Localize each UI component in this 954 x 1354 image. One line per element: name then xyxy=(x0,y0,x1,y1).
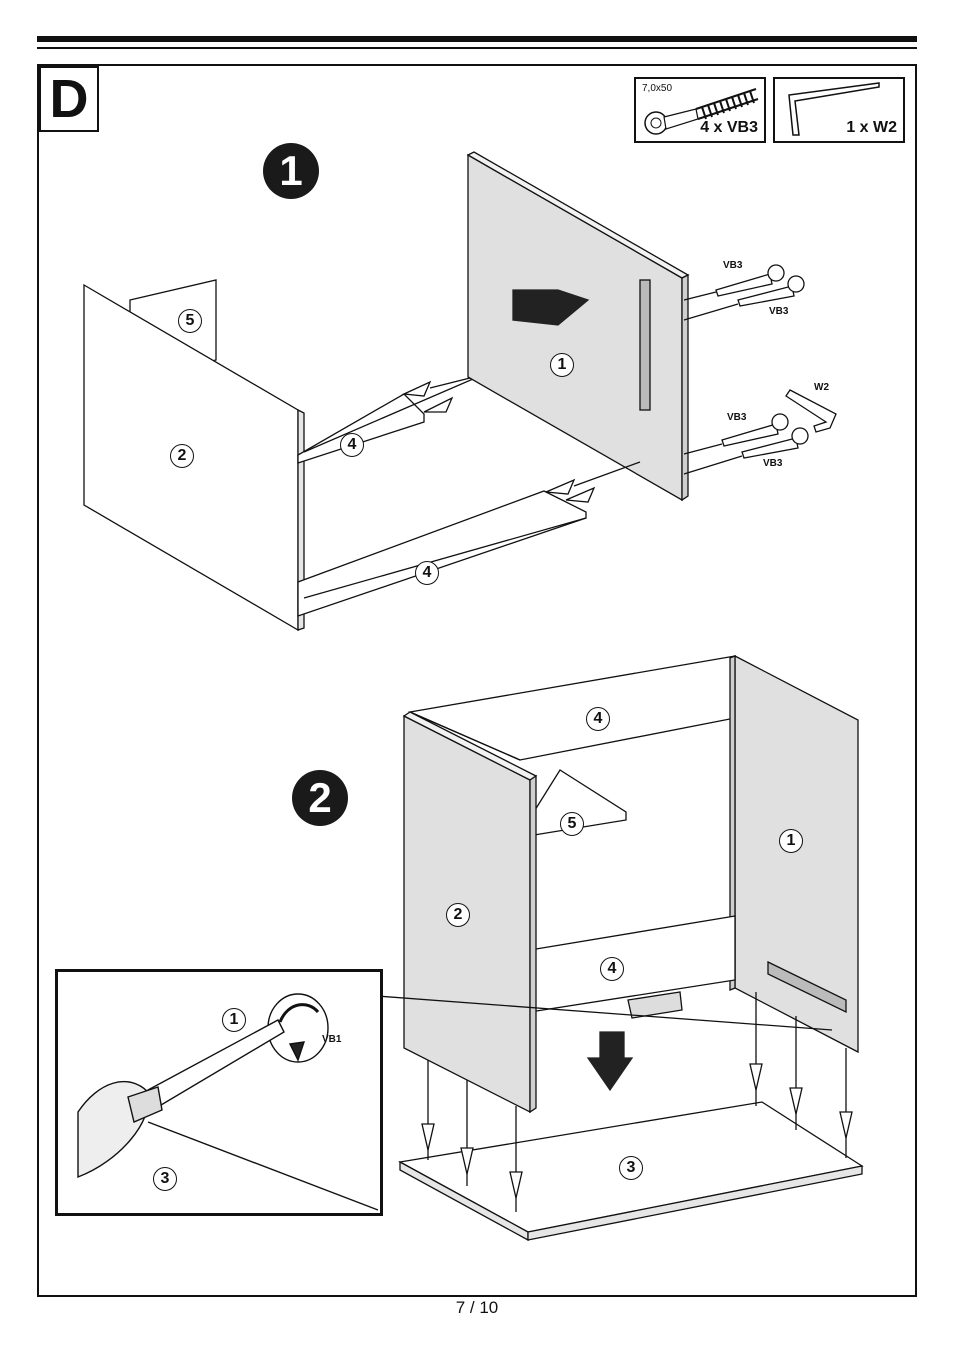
detail-callout-part-1: 1 xyxy=(222,1008,246,1032)
step2-callout-base: 3 xyxy=(619,1156,643,1180)
parts-box-w2: 1 x W2 xyxy=(773,77,905,143)
step1-callout-shelf-upper: 4 xyxy=(340,433,364,457)
step2-callout-lower-rail: 4 xyxy=(600,957,624,981)
step2-callout-shelf: 5 xyxy=(560,812,584,836)
step1-label-vb3-d: VB3 xyxy=(763,458,783,469)
detail-inset: 1 3 VB1 xyxy=(55,969,383,1216)
detail-label-vb1: VB1 xyxy=(322,1034,342,1045)
cam-bolt-icon xyxy=(644,88,759,135)
step1-label-vb3-b: VB3 xyxy=(769,306,789,317)
page-number: 7 / 10 xyxy=(455,1298,499,1317)
parts-qty-w2: 1 x W2 xyxy=(846,119,897,136)
parts-qty-vb3: 4 x VB3 xyxy=(700,119,758,136)
step1-callout-shelf-lower: 4 xyxy=(415,561,439,585)
lower-rail-step2 xyxy=(529,915,736,1013)
step1-callout-panel-1: 1 xyxy=(550,353,574,377)
header-rule-thick xyxy=(37,36,917,42)
step-2-badge: 2 xyxy=(292,770,348,826)
shelf-upper-step1 xyxy=(297,393,425,464)
step2-callout-top-rail: 4 xyxy=(586,707,610,731)
step1-label-vb3-c: VB3 xyxy=(727,412,747,423)
step1-label-w2: W2 xyxy=(814,382,829,393)
step1-callout-panel-5: 5 xyxy=(178,309,202,333)
step2-callout-panel-2: 2 xyxy=(446,903,470,927)
shelf-lower-step1 xyxy=(297,490,587,617)
allen-key-icon xyxy=(788,82,880,136)
step2-callout-panel-1: 1 xyxy=(779,829,803,853)
parts-box-vb3: 7,0x50 4 x VB3 xyxy=(634,77,766,143)
detail-callout-part-3: 3 xyxy=(153,1167,177,1191)
section-letter: D xyxy=(39,66,99,132)
parts-size-label: 7,0x50 xyxy=(642,83,673,94)
step1-label-vb3-a: VB3 xyxy=(723,260,743,271)
page-frame xyxy=(37,64,917,1297)
step1-callout-panel-2: 2 xyxy=(170,444,194,468)
header-rule-thin xyxy=(37,47,917,49)
screwdriver-detail xyxy=(77,993,379,1211)
panel-1-step2 xyxy=(734,654,859,1054)
step-1-badge: 1 xyxy=(263,143,319,199)
